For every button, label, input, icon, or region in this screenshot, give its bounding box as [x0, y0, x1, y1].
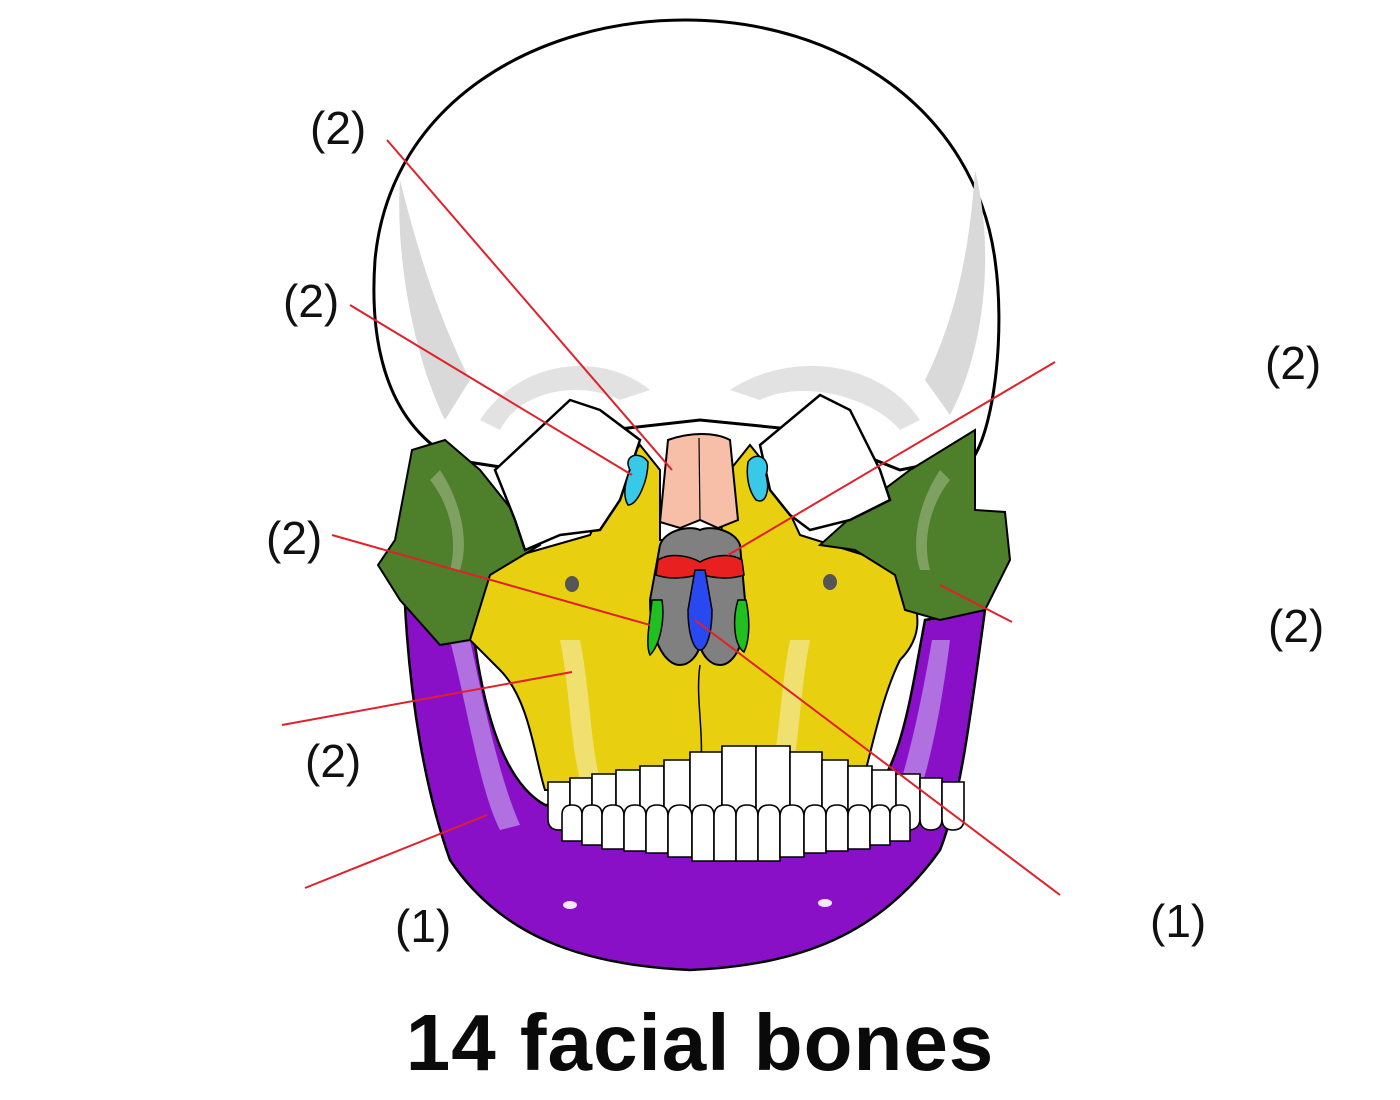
lower-tooth	[713, 804, 737, 862]
leader-lines	[281, 139, 1061, 896]
lower-tooth	[869, 804, 891, 846]
bone-inferior-nasal-concha-left	[647, 599, 664, 657]
lower-tooth	[581, 804, 603, 846]
leader-line-inferior-nasal-concha	[331, 534, 651, 626]
cranium	[372, 18, 1001, 472]
leader-line-zygomatic	[939, 584, 1013, 623]
zygomatic-highlight	[916, 470, 950, 570]
maxilla-shading	[770, 640, 810, 780]
lower-tooth	[803, 804, 827, 854]
bone-mandible	[403, 603, 987, 972]
lower-tooth	[645, 804, 669, 854]
bone-lacrimal-right	[746, 455, 769, 502]
lower-tooth	[735, 804, 759, 862]
lower-tooth	[623, 804, 647, 852]
diagram-title: 14 facial bones	[405, 998, 995, 1087]
leader-line-palatine	[727, 361, 1056, 556]
lower-tooth	[691, 804, 715, 862]
leader-line-nasal	[386, 139, 673, 471]
mandible-highlight	[450, 640, 520, 830]
teeth	[547, 745, 965, 862]
label-mandible-count: (1)	[395, 900, 452, 952]
leader-line-vomer	[694, 619, 1061, 896]
infraorbital-foramen	[823, 574, 837, 590]
lower-tooth	[757, 804, 781, 862]
upper-tooth	[941, 781, 965, 831]
label-nasal-count: (2)	[310, 102, 367, 154]
label-maxilla-count: (2)	[305, 735, 362, 787]
lower-tooth	[779, 804, 805, 858]
infraorbital-foramen	[565, 576, 579, 592]
orbit-right	[758, 393, 892, 532]
label-zygomatic-count: (2)	[1268, 600, 1325, 652]
orbit-left	[493, 398, 642, 552]
brow-shading	[730, 366, 920, 430]
maxilla-shading	[560, 640, 600, 780]
cranium-shading	[399, 180, 470, 420]
bone-palatine	[655, 554, 745, 579]
leader-line-mandible	[304, 814, 488, 889]
lower-tooth	[825, 804, 849, 852]
lower-tooth	[561, 804, 583, 842]
label-vomer-count: (1)	[1150, 895, 1207, 947]
lower-tooth	[667, 804, 693, 858]
mental-foramen	[818, 899, 832, 907]
lower-tooth	[847, 804, 871, 850]
zygomatic-highlight	[430, 470, 464, 570]
bone-inferior-nasal-concha-right	[733, 599, 750, 654]
bone-vomer	[687, 569, 713, 651]
mental-foramen	[563, 901, 577, 909]
cranium-shading	[925, 170, 986, 415]
lower-tooth	[889, 804, 911, 842]
nasal-suture	[698, 437, 701, 521]
label-inferior-nasal-concha-count: (2)	[266, 512, 323, 564]
label-palatine-count: (2)	[1265, 337, 1322, 389]
bone-lacrimal-left	[624, 454, 649, 506]
brow-shading	[480, 366, 650, 430]
leader-line-lacrimal	[349, 304, 633, 476]
leader-line-maxilla	[281, 671, 573, 726]
label-lacrimal-count: (2)	[283, 275, 340, 327]
lower-tooth	[601, 804, 625, 850]
